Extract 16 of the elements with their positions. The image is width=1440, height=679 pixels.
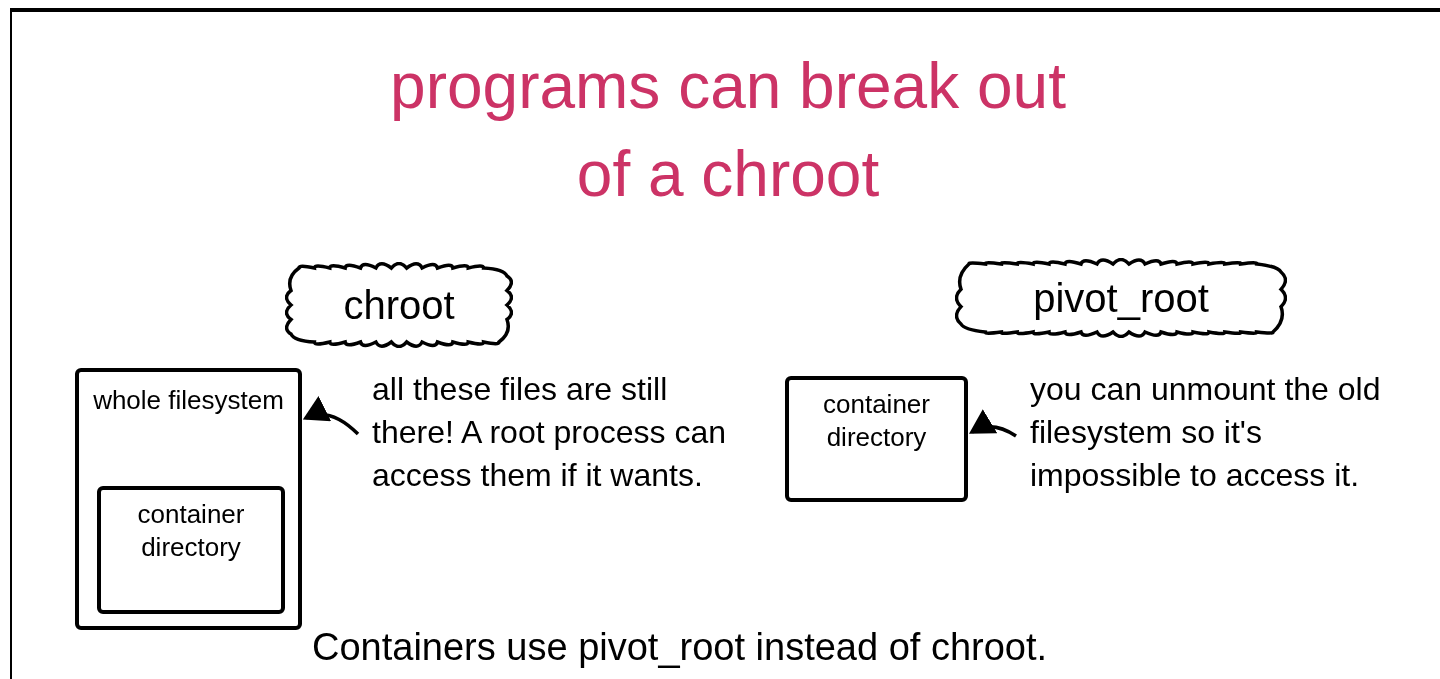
heading-text: chroot: [342, 282, 456, 329]
directory-box: [97, 486, 285, 614]
folder-label: container directory: [822, 388, 931, 453]
footer-note: Containers use pivot_root instead of chroot.: [312, 625, 1048, 670]
note-text: you can unmount the old filesystem so it's impossible to access it.: [1030, 370, 1382, 495]
title: programs can break out of a chroot: [389, 49, 1067, 212]
wavy-label: [955, 258, 1287, 338]
arrow: [302, 396, 360, 436]
folder-label: whole filesystem: [92, 384, 285, 417]
wavy-label: [285, 262, 513, 348]
folder-label: container directory: [136, 498, 246, 563]
arrow: [968, 409, 1017, 438]
note-text: all these files are still there! A root process can access them if it wants.: [372, 370, 727, 495]
heading-text: pivot_root: [1032, 275, 1210, 322]
outer-box: [75, 368, 302, 630]
directory-box: [785, 376, 968, 502]
